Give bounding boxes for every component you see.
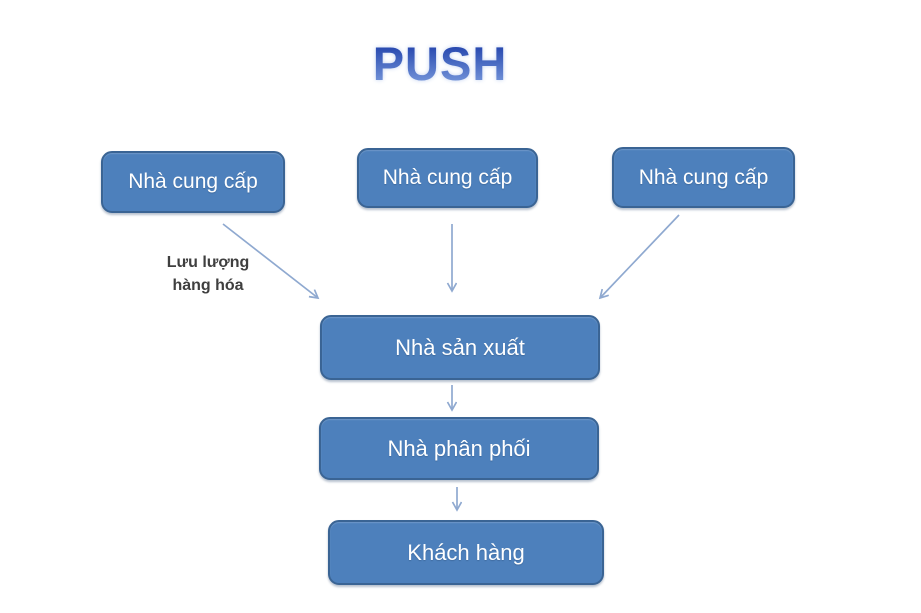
node-distributor: Nhà phân phối <box>319 417 599 480</box>
node-customer-label: Khách hàng <box>407 539 525 565</box>
goods-flow-label-line1: Lưu lượng <box>166 254 250 271</box>
node-customer: Khách hàng <box>328 520 604 585</box>
node-producer-label: Nhà sản xuất <box>395 334 525 360</box>
arrow-supplier3-to-producer <box>600 214 680 298</box>
node-distributor-label: Nhà phân phối <box>387 435 531 461</box>
goods-flow-label: Lưu lượng hàng hóa <box>150 251 266 297</box>
node-supplier-3: Nhà cung cấp <box>612 147 795 208</box>
node-supplier-1-label: Nhà cung cấp <box>128 170 258 193</box>
node-supplier-3-label: Nhà cung cấp <box>638 165 769 189</box>
node-supplier-2: Nhà cung cấp <box>357 148 538 208</box>
node-supplier-1: Nhà cung cấp <box>101 151 285 213</box>
goods-flow-label-line2: hàng hóa <box>172 277 244 294</box>
diagram-title: PUSH <box>0 36 880 91</box>
node-producer: Nhà sản xuất <box>320 315 600 380</box>
node-supplier-2-label: Nhà cung cấp <box>382 166 513 189</box>
